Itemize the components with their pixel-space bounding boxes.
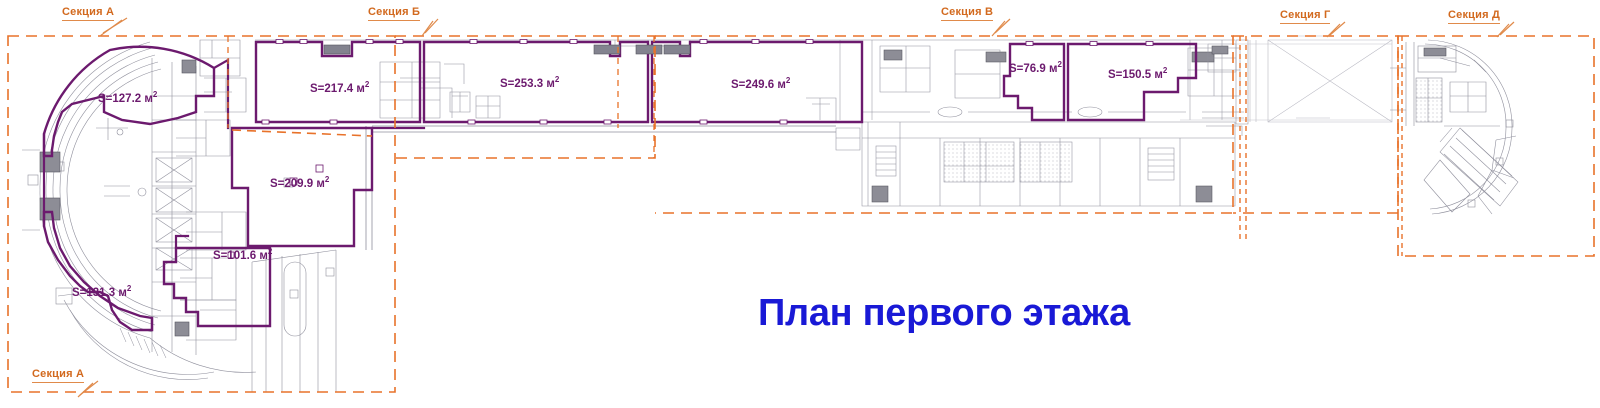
area-value-217: 217.4 bbox=[324, 83, 354, 95]
area-prefix-253: S= bbox=[500, 78, 515, 90]
right-rotunda-plan bbox=[1390, 39, 1519, 215]
area-unit-127: м bbox=[144, 93, 153, 105]
unit-outline-127 bbox=[42, 45, 216, 158]
area-prefix-150: S= bbox=[1108, 69, 1123, 81]
window-ticks bbox=[227, 39, 1154, 259]
area-prefix-217: S= bbox=[310, 83, 325, 95]
unit-outlines bbox=[42, 40, 1198, 332]
unit-outline-131 bbox=[42, 210, 154, 332]
area-prefix-101: S= bbox=[213, 250, 228, 262]
section-label-d: Секция Д bbox=[1448, 9, 1501, 24]
technical-linework bbox=[22, 35, 1519, 392]
boundary-section-g bbox=[1233, 35, 1399, 214]
section-label-a-top: Секция А bbox=[62, 6, 115, 21]
boundary-section-b bbox=[395, 35, 656, 159]
area-unit-209: м bbox=[316, 178, 325, 190]
area-value-131: 131.3 bbox=[86, 287, 116, 299]
area-prefix-209: S= bbox=[270, 178, 285, 190]
boundary-a-b-diagonal bbox=[231, 129, 373, 137]
boundary-section-d bbox=[1397, 35, 1595, 257]
area-power-150: 2 bbox=[1162, 66, 1168, 76]
area-unit-217: м bbox=[356, 83, 365, 95]
area-value-209: 209.9 bbox=[284, 178, 314, 190]
area-power-209: 2 bbox=[324, 175, 330, 185]
section-label-b: Секция Б bbox=[368, 6, 421, 21]
central-corridor bbox=[365, 125, 836, 250]
area-unit-253: м bbox=[546, 78, 555, 90]
area-label-131: S=131.3 м2 bbox=[72, 284, 132, 299]
area-power-253: 2 bbox=[554, 75, 560, 85]
glazing-blocks bbox=[323, 44, 691, 55]
left-rotunda-arcs bbox=[22, 41, 162, 339]
area-unit-101: м bbox=[259, 250, 268, 262]
lower-rotunda-arcs bbox=[55, 287, 257, 380]
section-g-bay bbox=[1249, 35, 1393, 123]
area-label-253: S=253.3 м2 bbox=[500, 75, 560, 90]
area-label-249: S=249.6 м2 bbox=[731, 76, 791, 91]
area-value-76: 76.9 bbox=[1023, 63, 1046, 75]
unit-outline-217 bbox=[254, 40, 422, 124]
area-prefix-76: S= bbox=[1009, 63, 1024, 75]
area-power-217: 2 bbox=[364, 80, 370, 90]
area-value-127: 127.2 bbox=[112, 93, 142, 105]
area-prefix-249: S= bbox=[731, 79, 746, 91]
area-prefix-131: S= bbox=[72, 287, 87, 299]
area-value-150: 150.5 bbox=[1122, 69, 1152, 81]
area-power-127: 2 bbox=[152, 90, 158, 100]
unit-outline-150 bbox=[1066, 42, 1198, 122]
area-unit-131: м bbox=[118, 287, 127, 299]
area-value-253: 253.3 bbox=[514, 78, 544, 90]
area-power-249: 2 bbox=[785, 76, 791, 86]
boundary-section-v bbox=[655, 35, 1234, 214]
area-power-131: 2 bbox=[126, 284, 132, 294]
unit-outline-101 bbox=[162, 246, 272, 328]
area-label-217: S=217.4 м2 bbox=[310, 80, 370, 95]
ramp-structure bbox=[251, 177, 337, 392]
section-label-leaders bbox=[77, 17, 1515, 398]
wing-b-rooms bbox=[379, 61, 465, 119]
section-label-g: Секция Г bbox=[1280, 9, 1331, 24]
area-label-209: S=209.9 м2 bbox=[270, 175, 330, 190]
unit-outline-209 bbox=[230, 126, 374, 248]
area-label-127: S=127.2 м2 bbox=[98, 90, 158, 105]
area-unit-76: м bbox=[1048, 63, 1058, 75]
section-boundaries bbox=[7, 35, 1595, 393]
area-label-101: S=101.6 м2 bbox=[213, 247, 273, 262]
page-title: План первого этажа bbox=[758, 292, 1130, 334]
wing-v-small-rooms bbox=[806, 97, 861, 151]
left-core-details bbox=[39, 39, 247, 355]
column-line-g bbox=[1239, 36, 1403, 256]
area-value-249: 249.6 bbox=[745, 79, 775, 91]
area-unit-150: м bbox=[1154, 69, 1163, 81]
unit-outline-76 bbox=[1002, 42, 1066, 122]
section-label-a-bottom: Секция А bbox=[32, 368, 85, 383]
area-label-76: S=76.9 м2 bbox=[1009, 60, 1062, 75]
area-label-150: S=150.5 м2 bbox=[1108, 66, 1168, 81]
boundary-section-a bbox=[7, 35, 396, 393]
area-power-76: 2 bbox=[1057, 60, 1062, 70]
area-power-101: 2 bbox=[267, 247, 273, 257]
wing-b-rooms-2 bbox=[400, 77, 501, 119]
area-value-101: 101.6 bbox=[227, 250, 257, 262]
central-block-plan bbox=[861, 45, 1241, 207]
area-unit-249: м bbox=[777, 79, 786, 91]
area-prefix-127: S= bbox=[98, 93, 113, 105]
section-label-v: Секция В bbox=[941, 6, 994, 21]
